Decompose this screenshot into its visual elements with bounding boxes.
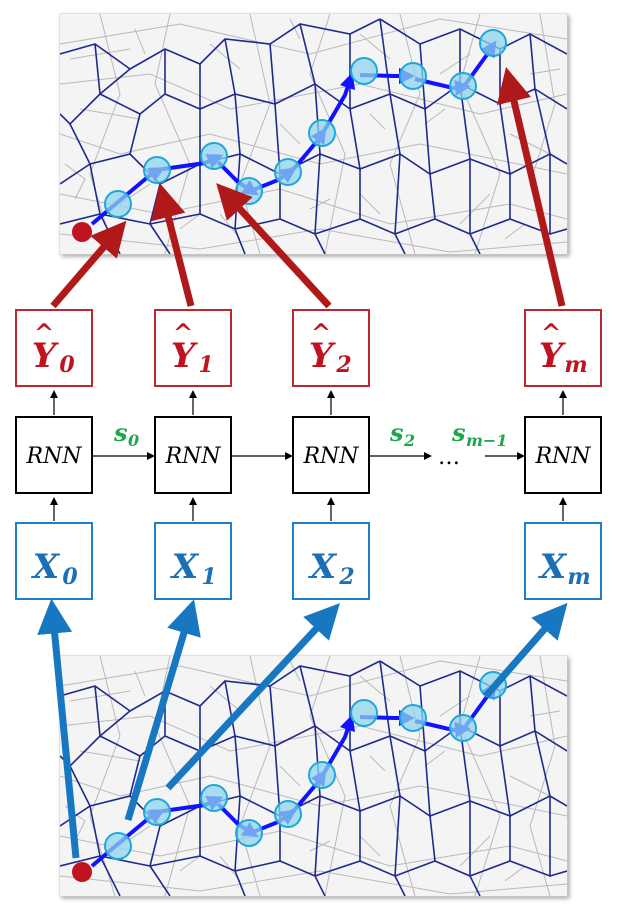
output-label-0: Y [32,336,59,376]
top-start-point [72,222,92,242]
output-box-2: Y ^ 2 [292,309,370,387]
output-label-2: Y [309,336,336,376]
output-box-m: Y ^ m [524,309,602,387]
rnn-to-output-arrows [50,390,567,415]
rnn-label-m: RNN [534,444,591,469]
input-label-1: X [170,547,200,587]
rnn-cell-m: RNN [524,416,602,494]
svg-text:s: s [389,418,404,447]
rnn-label-0: RNN [25,444,82,469]
svg-text:2: 2 [403,431,415,450]
output-sub-1: 1 [198,352,213,378]
rnn-label-1: RNN [164,444,221,469]
rnn-cell-2: RNN [292,416,370,494]
output-sub-0: 0 [59,352,75,378]
output-label-m: Y [539,336,566,376]
input-sub-m: m [567,564,590,590]
input-sub-2: 2 [338,564,354,590]
output-hat-m: ^ [541,318,561,347]
input-label-0: X [31,547,61,587]
output-arrows [50,66,566,309]
output-sub-2: 2 [335,352,351,378]
input-arrows [37,598,568,859]
input-sub-1: 1 [201,564,216,590]
input-to-rnn-arrows [50,497,567,521]
output-box-0: Y ^ 0 [15,309,93,387]
input-sub-0: 0 [62,564,78,590]
input-box-0: X 0 [15,522,93,600]
output-hat-0: ^ [34,318,54,347]
input-box-2: X 2 [292,522,370,600]
state-label-2: s 2 [389,418,415,450]
input-label-2: X [308,547,338,587]
output-box-1: Y ^ 1 [154,309,232,387]
svg-text:s: s [451,418,466,447]
rnn-cell-1: RNN [154,416,232,494]
svg-text:0: 0 [128,431,139,450]
output-label-1: Y [171,336,198,376]
input-label-m: X [538,547,568,587]
ellipsis: … [438,445,460,470]
svg-text:m−1: m−1 [466,431,507,450]
input-box-m: X m [524,522,602,600]
rnn-cell-0: RNN [15,416,93,494]
input-box-1: X 1 [154,522,232,600]
bottom-start-point [72,862,92,882]
state-label-0: s 0 [113,418,139,450]
rnn-label-2: RNN [302,444,359,469]
state-label-m-1: s m−1 [451,418,507,450]
svg-text:s: s [113,418,128,447]
output-sub-m: m [564,352,587,378]
output-hat-2: ^ [311,318,331,347]
output-hat-1: ^ [173,318,193,347]
